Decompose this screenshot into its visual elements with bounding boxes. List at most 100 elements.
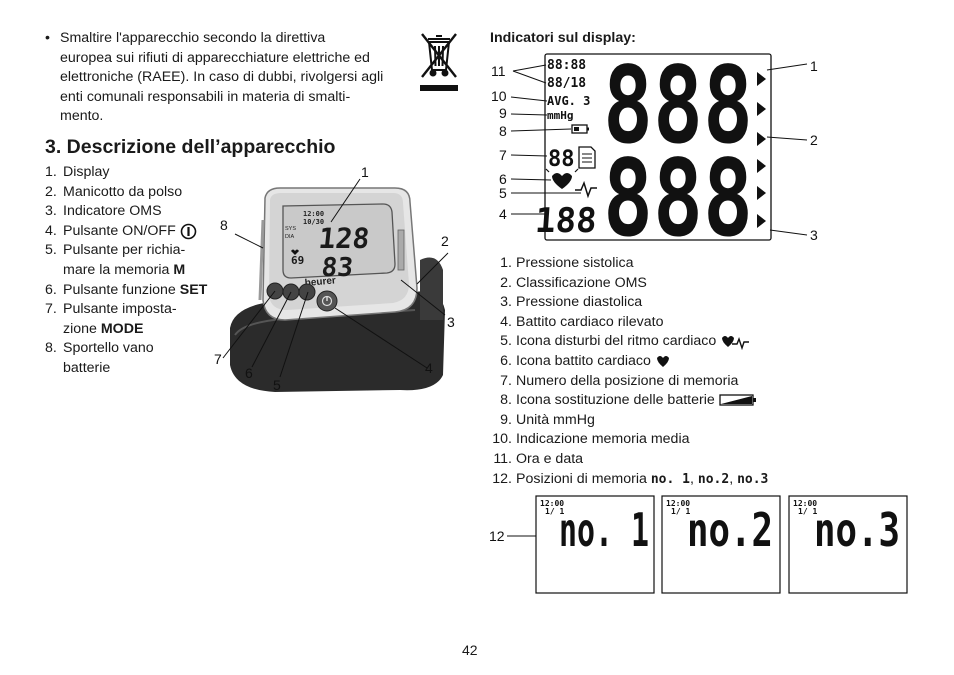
lcd-unit: mmHg: [547, 109, 574, 122]
lcd-time: 88:88: [547, 58, 586, 73]
disposal-line: mento.: [60, 108, 104, 125]
item-text: Indicatore OMS: [63, 203, 162, 220]
list-item: 8.Icona sostituzione delle batterie: [490, 391, 790, 411]
callout-6: 6: [499, 171, 507, 187]
crossed-out-wheelie-bin-icon: [420, 33, 458, 91]
display-indicators-list: 1.Pressione sistolica 2.Classificazione …: [490, 254, 790, 489]
callout-4: 4: [499, 206, 507, 222]
callout-7: 7: [499, 147, 507, 163]
power-icon: [180, 223, 197, 239]
list-item: 6. Pulsante funzione SET: [45, 281, 225, 301]
panel-code: no.2: [687, 503, 773, 557]
callout-1: 1: [361, 164, 369, 180]
item-number: 8.: [45, 340, 57, 357]
button-label: MODE: [100, 320, 144, 337]
lcd-frame: [544, 53, 772, 241]
memory-panel: 12:00 1/ 1 no.3: [788, 495, 908, 594]
item-text: Pulsante per richia-: [63, 242, 186, 259]
callout-3: 3: [810, 227, 818, 243]
item-text: zione: [63, 320, 101, 337]
memory-panel: 12:00 1/ 1 no. 1: [535, 495, 655, 594]
item-text: Ora e data: [516, 450, 584, 467]
item-number: 8.: [500, 392, 512, 409]
sys-label: SYS: [285, 226, 296, 232]
item-text: mare la memoria: [63, 261, 174, 278]
item-number: 6.: [45, 281, 57, 298]
memory-code-3: no.3: [737, 471, 769, 487]
panel-time: 12:00: [793, 499, 817, 508]
list-item: 3.Pressione diastolica: [490, 293, 790, 313]
who-indicator: [397, 229, 405, 271]
list-item: 7.Numero della posizione di memoria: [490, 372, 790, 392]
item-number: 2.: [500, 274, 512, 291]
item-text: Unità mmHg: [516, 411, 595, 428]
item-text: Icona disturbi del ritmo cardiaco: [516, 333, 717, 350]
item-number: 5.: [500, 333, 512, 350]
callout-3: 3: [447, 314, 455, 330]
callout-1: 1: [810, 58, 818, 74]
item-number: 11.: [493, 450, 512, 467]
list-item: 5.Icona disturbi del ritmo cardiaco: [490, 332, 790, 352]
memory-document-icon: [578, 146, 596, 169]
disposal-line: elettroniche (RAEE). In caso di dubbi, r…: [60, 69, 384, 86]
lcd-sys: 888: [603, 52, 753, 167]
lcd-date: 88/18: [547, 76, 586, 91]
list-item: 3. Indicatore OMS: [45, 202, 225, 222]
item-text: Pulsante ON/OFF: [63, 222, 176, 239]
panel-code: no. 1: [559, 503, 649, 557]
callout-11: 11: [491, 63, 506, 79]
callout-5: 5: [273, 377, 281, 393]
item-text: Pulsante funzione: [63, 281, 180, 298]
memory-button[interactable]: [298, 283, 316, 301]
callout-8: 8: [220, 217, 228, 233]
item-number: 4.: [45, 222, 57, 239]
list-item: 12.Posizioni di memoria no. 1, no.2, no.…: [490, 470, 790, 490]
item-text: Numero della posizione di memoria: [516, 372, 739, 389]
item-number: 3.: [500, 294, 512, 311]
list-item: 4.Battito cardiaco rilevato: [490, 313, 790, 333]
item-number: 7.: [45, 301, 57, 318]
battery-low-icon: [571, 124, 589, 134]
device-sys-value: 128: [317, 222, 371, 255]
item-number: 5.: [45, 242, 57, 259]
list-item: 2. Manicotto da polso: [45, 183, 225, 203]
list-item: 10.Indicazione memoria media: [490, 430, 790, 450]
arrhythmia-icon: [575, 180, 597, 199]
who-classification-arrows: [757, 72, 766, 228]
item-number: 9.: [500, 411, 512, 428]
list-item: 4. Pulsante ON/OFF: [45, 222, 225, 242]
battery-low-icon: [719, 394, 756, 407]
device-dia-value: 83: [320, 253, 354, 283]
item-number: 10.: [492, 431, 512, 448]
item-text: Posizioni di memoria: [516, 470, 647, 487]
item-text: Sportello vano: [63, 340, 154, 357]
list-item: 1. Display: [45, 163, 225, 183]
disposal-paragraph: • Smaltire l'apparecchio secondo la dire…: [45, 29, 415, 127]
disposal-line: Smaltire l'apparecchio secondo la dirett…: [60, 30, 326, 46]
item-text: Battito cardiaco rilevato: [516, 313, 664, 330]
item-text: Pulsante imposta-: [63, 301, 177, 318]
list-item: 2.Classificazione OMS: [490, 274, 790, 294]
panel-date: 1/ 1: [798, 507, 817, 516]
memory-code-2: no.2: [697, 471, 730, 487]
disposal-line: europea sui rifiuti di apparecchiature e…: [60, 49, 370, 66]
panel-date: 1/ 1: [545, 507, 564, 516]
item-number: 4.: [500, 313, 512, 330]
list-item: 8. Sportello vano batterie: [45, 339, 225, 378]
item-number: 6.: [500, 352, 512, 369]
callout-7: 7: [214, 351, 222, 367]
bullet: •: [45, 30, 50, 46]
callout-2: 2: [441, 233, 449, 249]
item-number: 2.: [45, 183, 57, 200]
callout-9: 9: [499, 105, 507, 121]
item-text: Indicazione memoria media: [516, 431, 690, 448]
lcd-pulse: 188: [534, 201, 598, 241]
item-number: 12.: [492, 470, 512, 487]
list-item: 11.Ora e data: [490, 450, 790, 470]
item-text: Icona battito cardiaco: [516, 352, 651, 369]
device-time: 12:00: [303, 210, 324, 218]
heart-arrhythmia-icon: [722, 335, 750, 350]
item-text: batterie: [63, 359, 111, 376]
item-number: 3.: [45, 203, 57, 220]
callout-5: 5: [499, 185, 507, 201]
